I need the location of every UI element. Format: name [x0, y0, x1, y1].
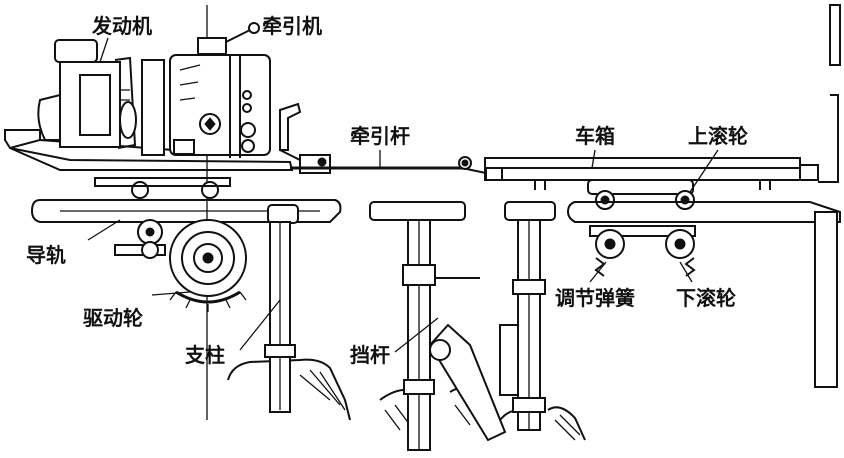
guide-rail-right [566, 201, 841, 388]
label-pillar: 支柱 [185, 343, 225, 367]
label-guide-rail: 导轨 [26, 243, 66, 267]
label-stop-rod: 挡杆 [350, 343, 390, 367]
label-adjust-spring: 调节弹簧 [555, 286, 635, 310]
pillar-2 [369, 201, 480, 451]
stop-rod [428, 323, 507, 442]
label-engine: 发动机 [91, 14, 152, 38]
upper-roller-carriage [587, 179, 695, 210]
label-lower-roller: 下滚轮 [676, 286, 736, 310]
pillar-3 [499, 201, 556, 431]
label-upper-roller: 上滚轮 [688, 124, 748, 148]
lower-rollers [589, 225, 696, 277]
car-box [484, 4, 841, 190]
label-traction-machine: 牵引机 [262, 14, 322, 38]
traction-machine [169, 22, 271, 158]
label-traction-rod: 牵引杆 [350, 124, 410, 148]
support-wheels [94, 177, 231, 199]
engine [37, 39, 165, 156]
label-drive-wheel: 驱动轮 [83, 306, 143, 330]
pillar-1 [264, 204, 299, 413]
label-car-box: 车箱 [575, 124, 615, 148]
leader-lines [87, 37, 719, 353]
traction-rod [290, 156, 501, 177]
drive-wheel [169, 219, 247, 312]
drive-gear [114, 219, 166, 259]
